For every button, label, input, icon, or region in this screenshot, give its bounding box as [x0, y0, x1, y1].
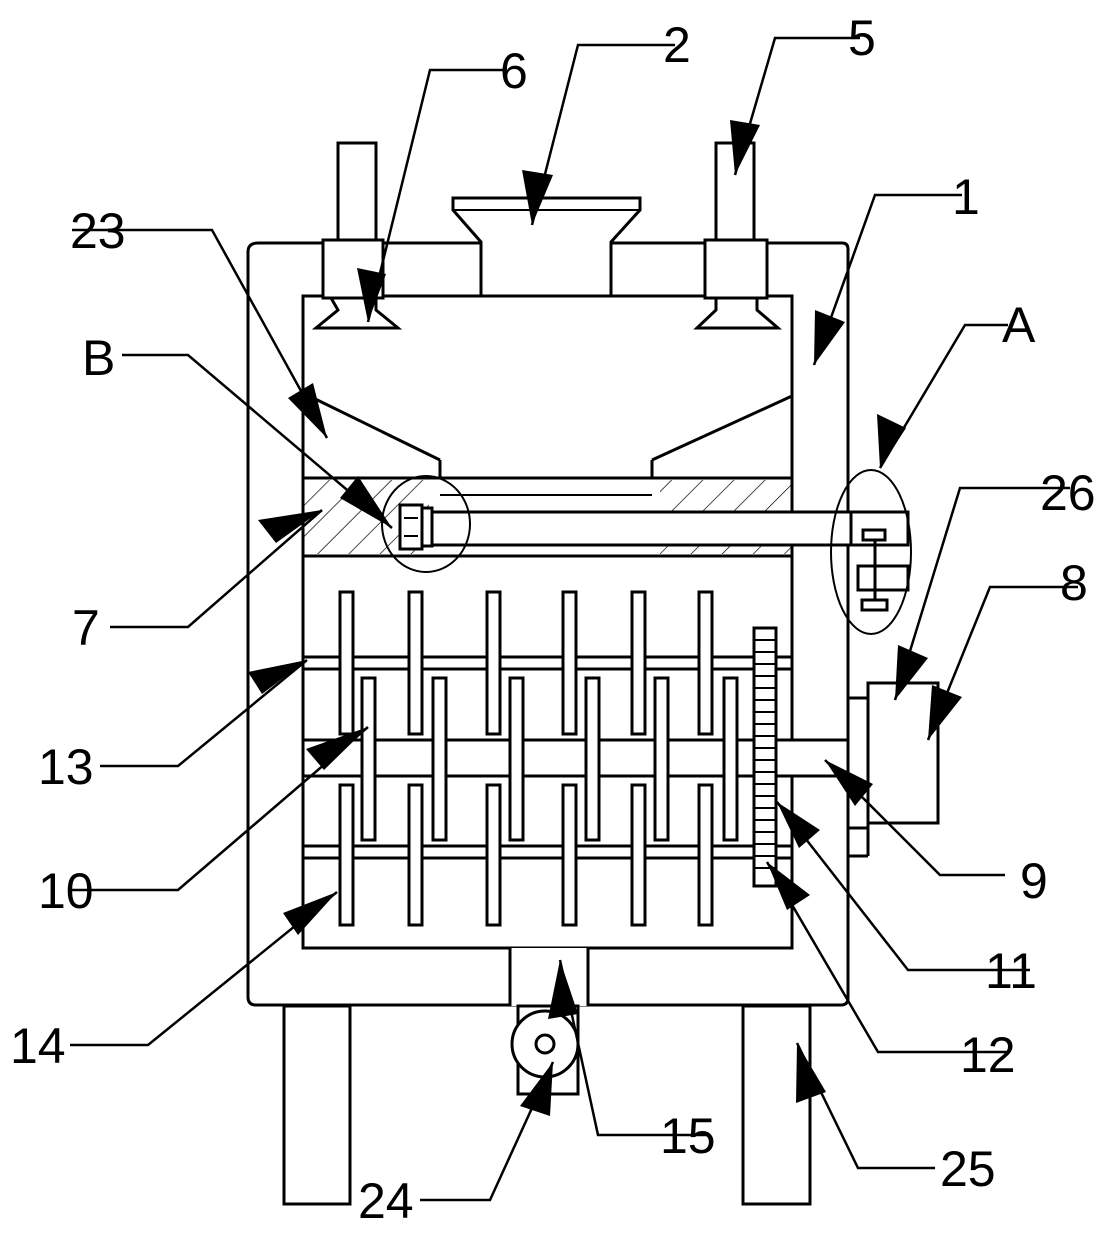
label-14: 14 [10, 1018, 66, 1074]
label-25: 25 [940, 1141, 996, 1197]
shaft-blades [360, 676, 739, 842]
detail-circle-a [830, 469, 912, 635]
arrowheads [248, 120, 962, 1116]
sieve-plate [301, 476, 910, 558]
leader-lines [70, 36, 1078, 1202]
support-legs [282, 1004, 812, 1206]
label-24: 24 [358, 1173, 414, 1229]
guide-plates [302, 391, 793, 480]
label-9: 9 [1020, 853, 1048, 909]
discharge-valve [510, 1009, 580, 1079]
housing [246, 241, 850, 1007]
label-5: 5 [848, 10, 876, 66]
label-15: 15 [660, 1108, 716, 1164]
label-11: 11 [985, 943, 1037, 999]
label-6: 6 [500, 43, 528, 99]
lower-blades [338, 783, 714, 927]
label-8: 8 [1060, 555, 1088, 611]
fastener-a [849, 510, 910, 612]
detail-circle-b [381, 475, 471, 573]
reference-labels: 5 2 6 1 23 B A 26 8 7 13 9 10 11 12 14 1… [10, 10, 1096, 1229]
label-a: A [1002, 297, 1036, 353]
label-7: 7 [72, 600, 100, 656]
label-1: 1 [952, 169, 980, 225]
label-26: 26 [1040, 465, 1096, 521]
label-2: 2 [663, 17, 691, 73]
gear-set [752, 626, 778, 888]
label-10: 10 [38, 863, 94, 919]
left-vent-pipe [311, 141, 403, 330]
label-13: 13 [38, 739, 94, 795]
label-b: B [82, 330, 115, 386]
label-23: 23 [70, 203, 126, 259]
label-12: 12 [960, 1027, 1016, 1083]
upper-blades [338, 590, 714, 736]
feed-hopper [451, 196, 642, 298]
motor [846, 681, 940, 858]
